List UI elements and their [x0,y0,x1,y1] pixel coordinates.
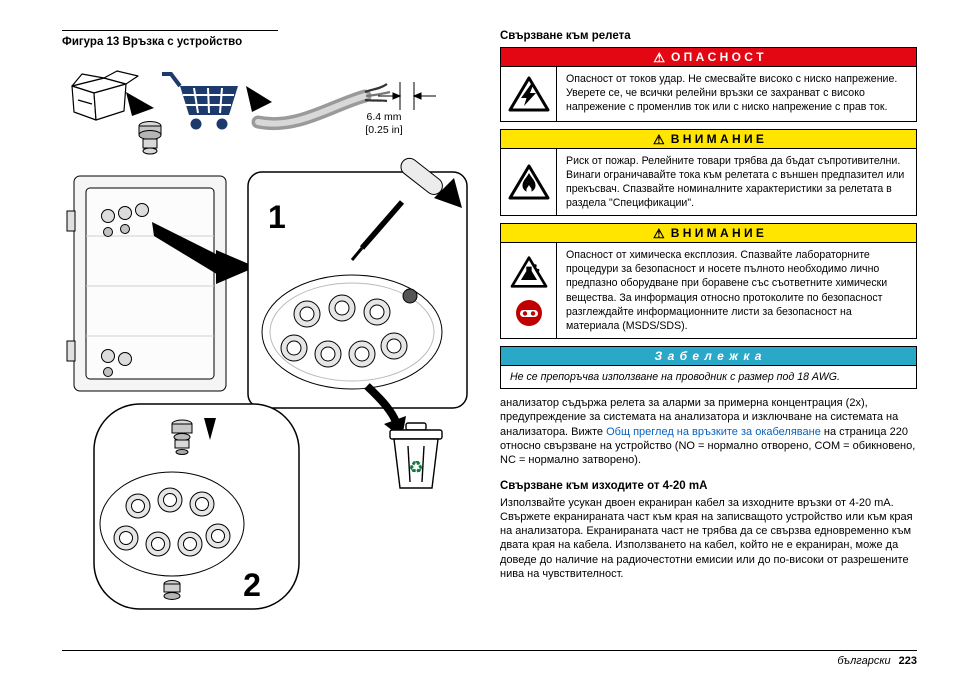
footer-language: български [837,655,891,667]
arrow-icon [126,92,154,116]
danger-text: Опасност от токов удар. Не смесвайте вис… [566,73,898,114]
footer-page-number: 223 [898,655,917,667]
figure-illustration: 6.4 mm [0.25 in] 1 [66,70,468,610]
figure-column: Фигура 13 Връзка с устройство [62,30,474,616]
electrical-hazard-icon [508,76,549,112]
arrow-icon [246,86,272,112]
danger-box: ⚠ О П А С Н О С Т Опасност от токов удар… [500,47,917,122]
caution-label: В Н И М А Н И Е [670,226,764,241]
caution-fire-text: Риск от пожар. Релейните товари трябва д… [566,155,905,210]
relays-paragraph-part2: на страница 220 относно свързване на уст… [500,425,916,467]
relays-paragraph-part1: анализатор съдържа релета за аларми за п… [500,397,899,438]
packaging-box-illustration [71,70,139,121]
caution-label: В Н И М А Н И Е [670,132,764,146]
cable-gland-illustration [138,121,162,155]
chemical-hazard-icon [510,255,547,288]
recycle-symbol: ♻ [408,458,423,477]
recycle-bin-icon [389,422,443,489]
detail-closeup-illustration: 2 [93,403,300,610]
text-column: Свързване към релета ⚠ О П А С Н О С Т О… [500,30,917,589]
gland-plate-illustration [261,274,443,390]
arrow-icon [204,418,216,440]
analyzer-door-illustration [66,175,227,392]
shopping-cart-icon [162,72,238,130]
fire-hazard-icon [508,164,549,200]
step-1-callout: 1 [268,199,286,235]
caution-chemical-text: Опасност от химическа експлозия. Спазвай… [566,249,888,332]
gland-plate-illustration [99,471,245,577]
relays-paragraph: анализатор съдържа релета за аларми за п… [500,396,917,467]
cable-illustration [251,83,391,130]
caution-fire-box: ⚠ В Н И М А Н И Е Риск от пожар. Релейни… [500,129,917,217]
arrow-icon [434,178,462,208]
wiring-overview-link[interactable]: Общ преглед на връзките за окабеляване [606,425,821,438]
dimension-label-in: [0.25 in] [365,124,402,136]
caution-header: ⚠ В Н И М А Н И Е [501,224,916,243]
note-box: З а б е л е ж к а Не се препоръчва изпол… [500,345,917,390]
dimension-annotation [378,82,436,110]
note-label: З а б е л е ж к а [654,348,763,363]
figure-title: Фигура 13 Връзка с устройство [62,36,243,48]
dimension-label-mm: 6.4 mm [366,111,401,123]
outputs-paragraph: Използвайте усукан двоен екраниран кабел… [500,496,913,581]
page-footer: български 223 [62,650,917,667]
ppe-required-icon [515,299,542,326]
caution-header: ⚠ В Н И М А Н И Е [501,130,916,148]
arrow-icon [152,222,256,284]
danger-header: ⚠ О П А С Н О С Т [501,48,916,66]
section-heading-relays: Свързване към релета [500,30,631,42]
danger-label: О П А С Н О С Т [671,50,764,64]
warning-triangle-icon: ⚠ [653,225,665,241]
note-text: Не се препоръчва използване на проводник… [501,364,916,388]
warning-triangle-icon: ⚠ [653,131,665,147]
note-header: З а б е л е ж к а [501,346,916,365]
figure-caption-rule [62,30,278,31]
warning-triangle-icon: ⚠ [653,49,666,65]
screwdriver-icon [350,157,443,261]
caution-chemical-box: ⚠ В Н И М А Н И Е Опасност от химическа [500,223,917,339]
step-2-callout: 2 [243,567,261,603]
section-heading-outputs: Свързване към изходите от 4-20 mA [500,479,708,492]
detail-inset-illustration: 1 [247,157,468,409]
